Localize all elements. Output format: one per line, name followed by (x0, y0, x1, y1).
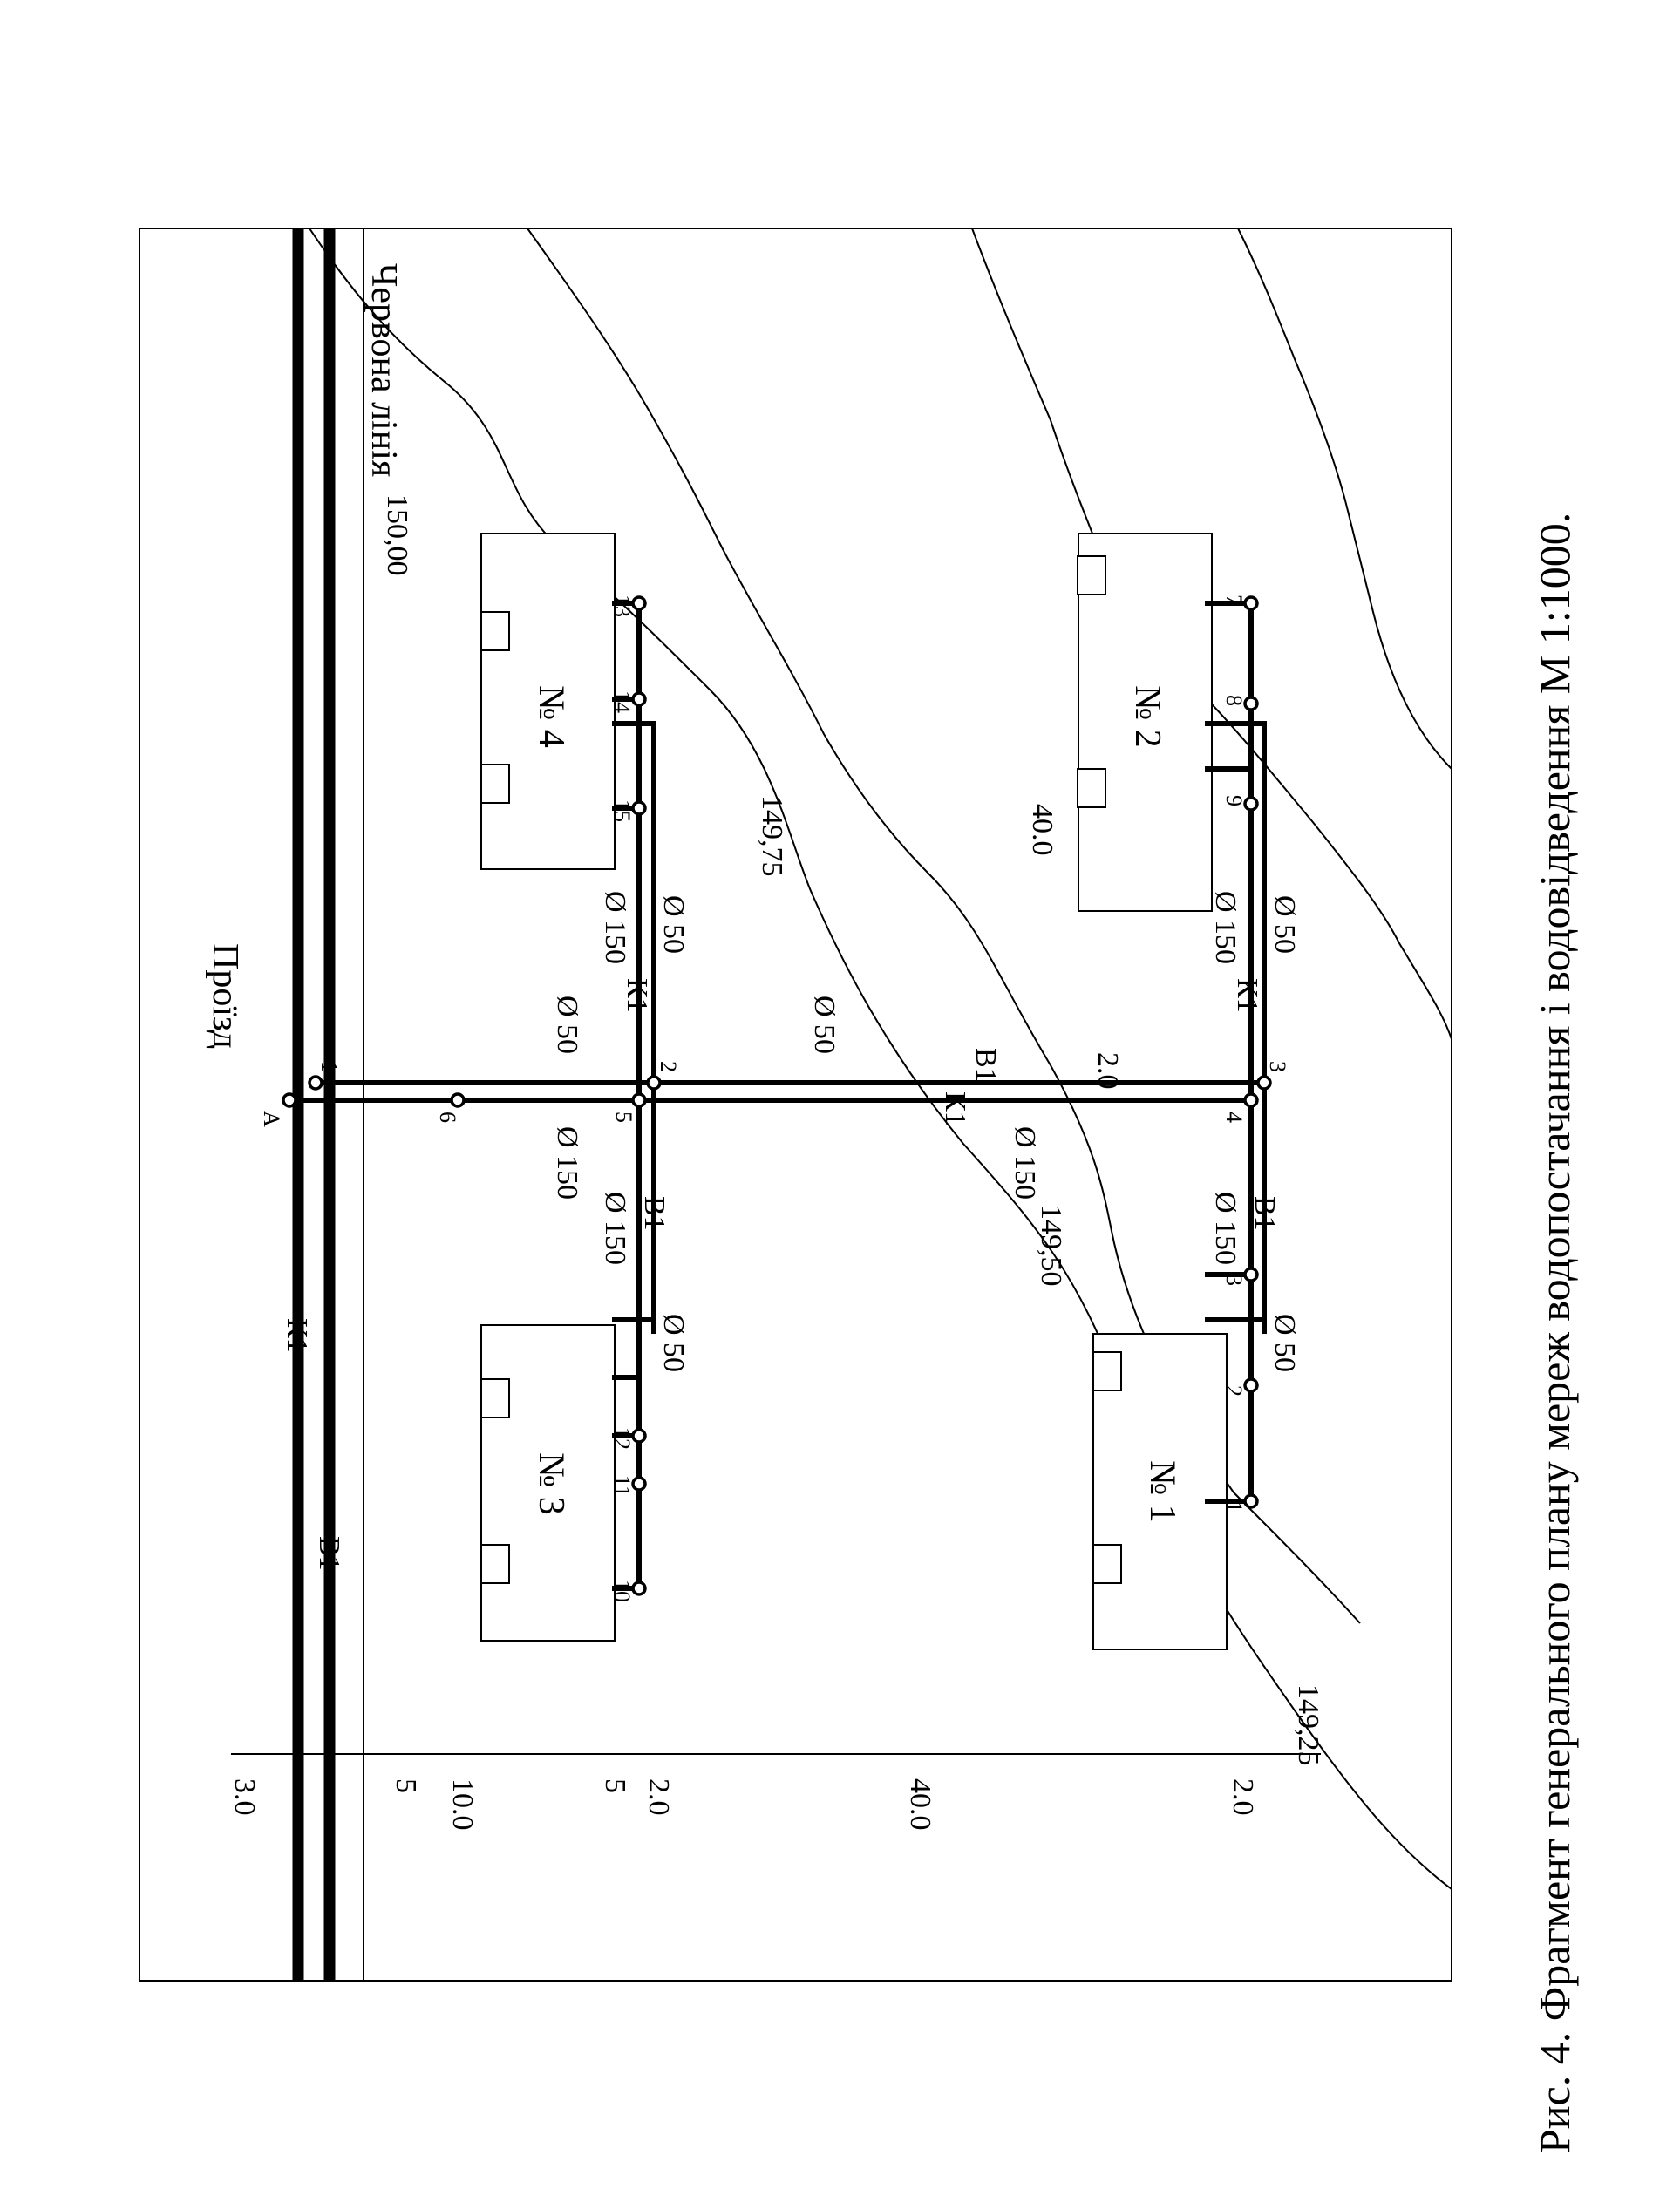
svg-text:Ø 150: Ø 150 (599, 1192, 631, 1265)
sewer-network (287, 601, 1254, 1591)
svg-text:Ø 50: Ø 50 (1269, 1314, 1301, 1372)
svg-text:Ø 150: Ø 150 (1209, 891, 1241, 964)
building-3: № 3 (480, 1324, 616, 1642)
svg-text:3.0: 3.0 (228, 1778, 261, 1816)
contour-line (1237, 228, 1452, 770)
svg-text:Ø 50: Ø 50 (551, 996, 583, 1054)
svg-text:К1: К1 (1231, 978, 1263, 1013)
svg-text:К1: К1 (939, 1091, 971, 1126)
svg-text:7: 7 (1221, 595, 1247, 606)
svg-text:12: 12 (609, 1427, 635, 1450)
svg-text:5: 5 (611, 1112, 636, 1123)
building-2: № 2 (1077, 533, 1213, 912)
svg-text:Ø 50: Ø 50 (808, 996, 840, 1054)
svg-text:2.0: 2.0 (1227, 1778, 1259, 1816)
contour-labels: 150,00 149,75 149,50 149,25 (381, 494, 1324, 1766)
svg-text:15: 15 (609, 799, 635, 822)
svg-text:10: 10 (609, 1580, 635, 1602)
svg-text:6: 6 (435, 1112, 460, 1123)
building-3-label: № 3 (531, 1452, 571, 1515)
svg-text:40.0: 40.0 (1026, 804, 1058, 856)
svg-text:9: 9 (1221, 795, 1247, 806)
contour-label: 150,00 (381, 494, 413, 576)
building-1: № 1 (1092, 1333, 1228, 1650)
svg-text:40.0: 40.0 (904, 1778, 936, 1831)
svg-text:В1: В1 (638, 1196, 670, 1231)
svg-text:Ø 150: Ø 150 (1009, 1126, 1041, 1200)
svg-text:А: А (259, 1111, 284, 1127)
water-node-1 (308, 1075, 323, 1091)
street-mains (295, 228, 333, 1981)
building-4-label: № 4 (531, 685, 571, 748)
svg-text:Ø 150: Ø 150 (599, 891, 631, 964)
svg-text:14: 14 (609, 690, 635, 713)
svg-text:Ø 50: Ø 50 (1269, 895, 1301, 954)
plan-frame (139, 228, 1452, 1982)
passage-label: Проїзд (205, 943, 245, 1049)
contour-line (309, 228, 1452, 1890)
dimension-chain: 2.0 40.0 2.0 5 10.0 5 3.0 40.0 2.0 (228, 804, 1321, 1831)
sewer-node-a (282, 1092, 297, 1108)
svg-text:Ø 50: Ø 50 (657, 895, 690, 954)
building-1-label: № 1 (1142, 1460, 1182, 1523)
svg-text:2.0: 2.0 (643, 1778, 675, 1816)
sewer-node-4 (1243, 1092, 1259, 1108)
building-4: № 4 (480, 533, 616, 870)
svg-text:11: 11 (609, 1475, 635, 1497)
water-node-3 (1256, 1075, 1272, 1091)
svg-text:В1: В1 (969, 1048, 1002, 1083)
svg-text:8: 8 (1221, 695, 1247, 706)
svg-text:1: 1 (1221, 1501, 1247, 1513)
svg-text:Ø 150: Ø 150 (1209, 1192, 1241, 1265)
svg-text:Ø 50: Ø 50 (657, 1314, 690, 1372)
svg-text:10.0: 10.0 (446, 1778, 479, 1831)
svg-text:3: 3 (1221, 1275, 1247, 1286)
svg-text:3: 3 (1265, 1061, 1290, 1072)
line-labels: В1 В1 К1 К1 В1 К1 В1 К1 Ø 50 Ø 50 Ø 50 Ø… (281, 891, 1301, 1571)
pipe-nodes (282, 595, 1272, 1596)
figure-caption: Рис. 4. Фрагмент генерального плану мере… (1530, 513, 1579, 2153)
sewer-node-6 (450, 1092, 466, 1108)
contour-label: 149,25 (1292, 1684, 1324, 1766)
svg-text:1: 1 (316, 1061, 342, 1072)
svg-text:В1: В1 (313, 1536, 345, 1571)
contour-label: 149,75 (756, 795, 788, 877)
sewer-node-5 (631, 1092, 647, 1108)
node-numbers: 3 2 1 4 5 6 А 1 2 3 7 8 9 10 11 12 13 14… (259, 595, 1290, 1602)
svg-text:13: 13 (609, 595, 635, 617)
plan-drawing: № 1 № 2 № 3 № 4 (139, 228, 1452, 1982)
svg-text:2: 2 (1221, 1385, 1247, 1397)
building-2-label: № 2 (1127, 685, 1167, 748)
svg-text:2: 2 (656, 1061, 681, 1072)
contour-label: 149,50 (1035, 1205, 1067, 1287)
svg-text:В1: В1 (1248, 1196, 1281, 1231)
svg-text:К1: К1 (621, 978, 653, 1013)
svg-text:4: 4 (1221, 1112, 1247, 1123)
red-line-label: Червона лінія (364, 263, 404, 477)
svg-text:2.0: 2.0 (1092, 1052, 1124, 1090)
svg-text:5: 5 (599, 1778, 631, 1793)
water-node-2 (646, 1075, 662, 1091)
svg-text:5: 5 (390, 1778, 422, 1793)
svg-text:Ø 150: Ø 150 (551, 1126, 583, 1200)
svg-text:К1: К1 (281, 1318, 313, 1353)
water-network (313, 721, 1267, 1334)
